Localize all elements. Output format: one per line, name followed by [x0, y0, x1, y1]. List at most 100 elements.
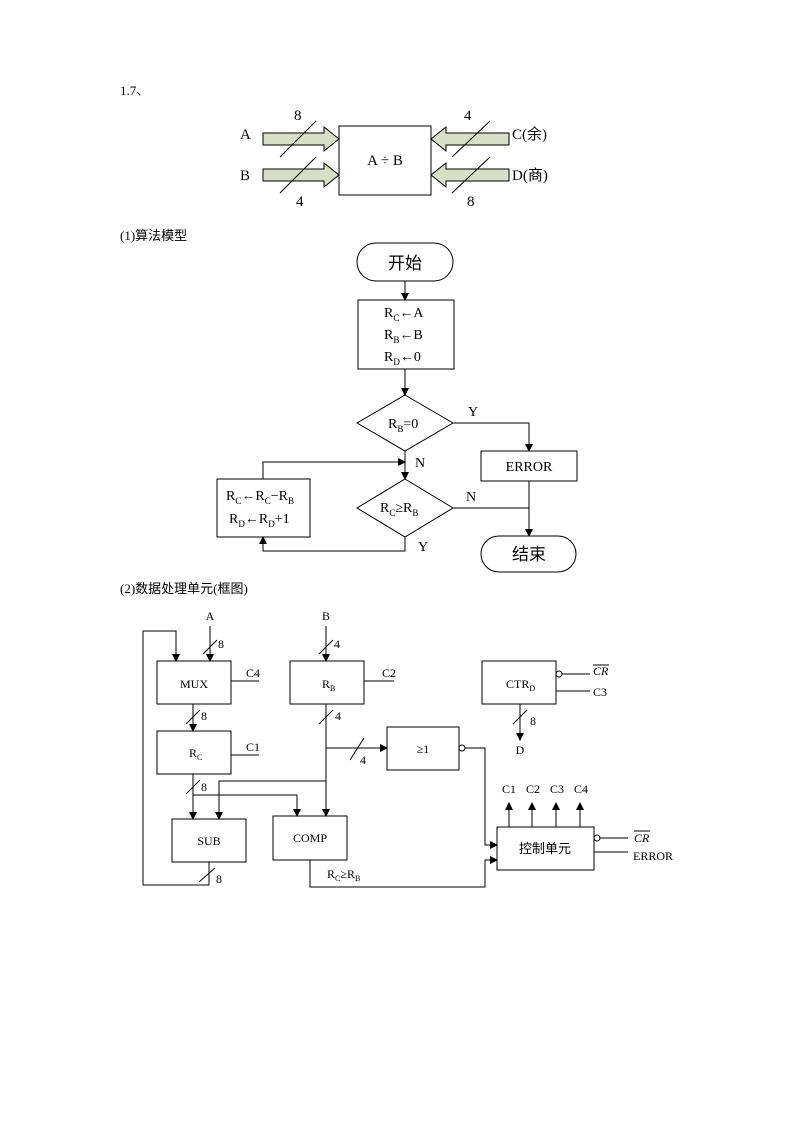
compare-label: RC≥RB [380, 501, 418, 518]
comp-out-b: R [347, 867, 355, 881]
init-line-2-src: B [413, 328, 422, 343]
init-line-2-reg: R [384, 328, 394, 343]
rb-register-box [289, 660, 365, 705]
init-line-3-sub: D [393, 357, 400, 367]
ctr-output-label: D [516, 743, 525, 757]
rc-label-sub: C [197, 753, 202, 762]
sub-box [171, 818, 247, 863]
input-b-label: B [240, 168, 250, 184]
or-gate-inversion-bubble [458, 744, 466, 752]
end-terminal [480, 535, 577, 573]
loop-line-2: RD←RD+1 [229, 512, 290, 529]
rc-register-box [156, 730, 232, 775]
datapath-width-a: 8 [218, 637, 224, 651]
rb-label-reg: R [322, 677, 330, 691]
control-output-c3: C3 [550, 782, 564, 796]
divider-block-diagram: A ÷ B A 8 B 4 C(余) 4 D(商) 8 [240, 108, 548, 210]
ctr-width-label: 8 [530, 714, 536, 728]
check-zero-sub: B [397, 424, 403, 434]
problem-heading: 1.7、 [120, 83, 150, 98]
init-line-1-arrow: ← [399, 306, 413, 321]
wire-b-width-slash [318, 639, 334, 655]
wire-mux-width-slash [185, 709, 201, 725]
rb-ctrl-label: C2 [382, 666, 396, 680]
loop-line-1: RC←RC−RB [226, 489, 294, 506]
rc-label-reg: R [189, 746, 197, 760]
init-line-2: RB←B [384, 328, 423, 345]
init-process-box [357, 299, 455, 370]
input-b-bus-arrow [262, 161, 340, 189]
input-a-bus-arrow [262, 125, 340, 153]
section-1-title: (1)算法模型 [120, 228, 188, 243]
compare-no-label: N [466, 490, 476, 505]
mux-width-label: 8 [201, 709, 207, 723]
init-line-2-sub: B [393, 335, 399, 345]
output-d-label: D(商) [512, 167, 548, 184]
wire-sub-width-slash [198, 867, 216, 883]
control-clear-label: CR [634, 831, 650, 845]
loop-line-2-b: R [259, 512, 269, 527]
mux-box [156, 660, 232, 705]
mux-label: MUX [180, 677, 208, 691]
loop-line-1-op: − [271, 489, 279, 504]
output-d-width-slash [451, 156, 491, 194]
flow-check-yes-to-error [453, 422, 533, 452]
init-line-2-arrow: ← [399, 328, 413, 343]
flowchart-labels: 开始 RC←A RB←B RD←0 RB=0 Y N ERROR RC≥RB N… [226, 254, 553, 565]
ctr-label: CTRD [506, 677, 535, 693]
check-zero-reg: R [388, 417, 398, 432]
sub-width-label: 8 [216, 872, 222, 886]
init-line-3-reg: R [384, 350, 394, 365]
init-line-1-sub: C [393, 313, 399, 323]
ctr-ctrl-label: C3 [593, 685, 607, 699]
output-c-width: 4 [464, 108, 472, 124]
wire-rc-width-slash [185, 779, 201, 795]
comp-out-asub: C [335, 874, 340, 883]
init-line-3-src: 0 [414, 350, 421, 365]
loop-line-1-arrow: ← [241, 489, 255, 504]
ctr-counter-box [481, 660, 557, 705]
start-label: 开始 [388, 254, 422, 274]
check-zero-label: RB=0 [388, 417, 418, 434]
wire-rb-width-slash [318, 709, 334, 725]
input-a-width: 8 [294, 108, 302, 124]
section-2-title: (2)数据处理单元(框图) [120, 581, 248, 596]
loop-body-box [216, 478, 311, 538]
init-line-1-reg: R [384, 306, 394, 321]
comp-label: COMP [293, 831, 327, 845]
control-unit-box [496, 826, 595, 871]
control-error-label: ERROR [633, 849, 673, 863]
loop-line-1-a: R [226, 489, 236, 504]
output-d-bus-arrow [430, 161, 510, 189]
compare-yes-label: Y [418, 540, 428, 555]
ctr-label-sub: D [529, 684, 535, 693]
loop-line-2-rest: +1 [275, 512, 290, 527]
flow-loop-back [262, 458, 406, 479]
check-zero-rest: =0 [403, 417, 418, 432]
input-b-width-slash [279, 156, 317, 194]
control-unit-label: 控制单元 [519, 842, 571, 857]
or-width-label: 4 [360, 753, 366, 767]
loop-line-1-asub: C [235, 496, 241, 506]
compare-reg-a: R [380, 501, 390, 516]
ctr-clear-bubble [555, 670, 563, 678]
init-line-3-arrow: ← [400, 350, 414, 365]
init-line-3: RD←0 [384, 350, 421, 367]
comp-out-op: ≥ [340, 867, 347, 881]
ctr-label-reg: CTR [506, 677, 529, 691]
flow-compare-yes-to-loop [259, 536, 406, 552]
loop-line-2-bsub: D [268, 519, 275, 529]
datapath-width-b: 4 [334, 637, 340, 651]
comp-box [272, 815, 348, 861]
output-d-width: 8 [467, 194, 475, 210]
ctr-clear-label: CR [593, 664, 609, 678]
rb-label: RB [322, 677, 335, 693]
compare-reg-b: R [403, 501, 413, 516]
check-zero-no-label: N [415, 456, 425, 471]
datapath-input-b: B [322, 609, 330, 623]
output-c-width-slash [451, 120, 491, 158]
rc-width-label: 8 [201, 780, 207, 794]
wire-or-width-slash [349, 737, 365, 761]
compare-sub-b: B [412, 508, 418, 518]
